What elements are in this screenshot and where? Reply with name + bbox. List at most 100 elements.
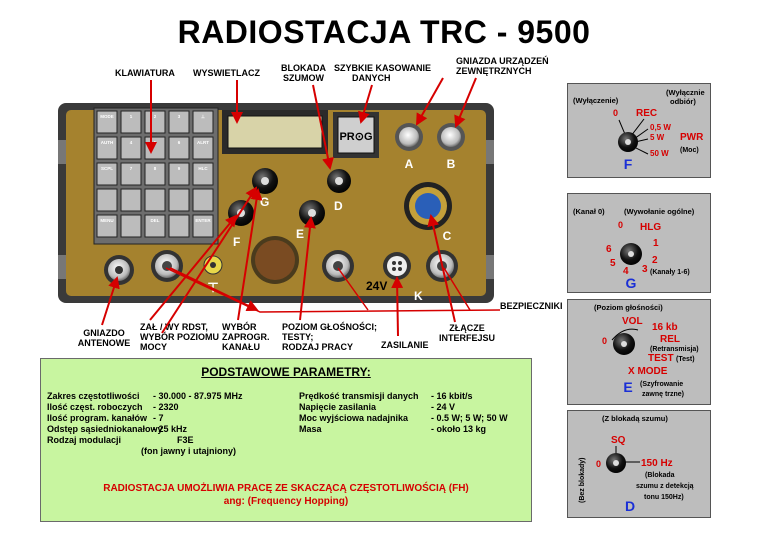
svg-text:50 W: 50 W [650, 149, 669, 158]
svg-text:(Szyfrowanie: (Szyfrowanie [640, 381, 683, 388]
label-f: F [233, 235, 240, 249]
keypad-key[interactable] [144, 162, 166, 186]
param-left-3-label: Odstęp sąsiedniokanałowy [47, 424, 163, 434]
svg-text:5 W: 5 W [650, 133, 665, 142]
d-letter: D [625, 498, 635, 514]
svg-text:16 kb: 16 kb [652, 322, 678, 333]
keypad-key[interactable] [192, 214, 214, 238]
param-right-1-value: - 24 V [431, 402, 456, 412]
keypad-key[interactable] [96, 162, 118, 186]
svg-text:TEST: TEST [648, 353, 674, 364]
keypad-key-label: MODE [100, 114, 114, 119]
param-left-3-value: - 25 kHz [153, 424, 188, 434]
bezpieczniki-line [165, 267, 501, 313]
param-left-4-value: F3E [177, 435, 194, 445]
label-zlacze-1: ZŁĄCZE [449, 323, 485, 333]
keypad-key[interactable] [168, 188, 190, 212]
keypad-key[interactable] [192, 188, 214, 212]
keypad-key[interactable] [144, 188, 166, 212]
keypad-key[interactable] [96, 214, 118, 238]
keypad-key-label: SCPL [101, 166, 113, 171]
d-knob-diagram: (Bez blokady) SQ 0 150 Hz (Blokada szumu… [579, 435, 694, 514]
keypad-key[interactable] [192, 162, 214, 186]
label-c: C [443, 229, 452, 243]
ground-symbol: ⊤ [207, 280, 218, 295]
keypad-key[interactable] [144, 214, 166, 238]
param-left-0-label: Zakres częstotliwości [47, 391, 140, 401]
svg-text:1: 1 [653, 238, 659, 249]
keypad-key-label: 4 [130, 140, 133, 145]
keypad-key[interactable] [120, 162, 142, 186]
label-antenowe-1: GNIAZDO [83, 328, 125, 338]
label-zasilanie: ZASILANIE [381, 340, 429, 350]
label-zlacze-2: INTERFEJSU [438, 333, 495, 343]
param-right-1-label: Napięcie zasilania [299, 402, 377, 412]
label-antenowe-2: ANTENOWE [77, 338, 131, 348]
keypad-key-label: 6 [178, 140, 181, 145]
param-right-2-label: Moc wyjściowa nadajnika [299, 413, 409, 423]
label-poziom-1: POZIOM GŁOŚNOŚCI; [282, 322, 378, 332]
label-zal-1: ZAŁ / WY RDST, [140, 322, 208, 332]
label-d: D [334, 199, 343, 213]
svg-text:0: 0 [602, 336, 607, 346]
panel-e: (Poziom głośności) VOL 16 kb 0 REL (Retr… [567, 299, 711, 405]
panel-f: (Wyłączenie) (Wyłącznie odbiór) 0 REC 0,… [567, 83, 711, 178]
keypad-key-label: AUTH [101, 140, 114, 145]
svg-text:X MODE: X MODE [628, 366, 668, 377]
svg-text:4: 4 [623, 266, 629, 277]
param-left-1-value: - 2320 [153, 402, 179, 412]
svg-text:(Retransmisja): (Retransmisja) [650, 346, 699, 353]
keypad-key[interactable] [120, 188, 142, 212]
parameters-box: PODSTAWOWE PARAMETRY: Zakres częstotliwo… [40, 358, 532, 522]
keypad-key[interactable] [120, 214, 142, 238]
keypad-key[interactable] [168, 136, 190, 160]
label-gniazda-1: GNIAZDA URZĄDZEŃ [456, 56, 549, 66]
keypad-key[interactable] [168, 214, 190, 238]
params-footer-1: RADIOSTACJA UMOŻLIWIA PRACĘ ZE SKACZĄCĄ … [103, 483, 469, 494]
keypad-key[interactable] [96, 136, 118, 160]
svg-text:(Bez blokady): (Bez blokady) [579, 457, 586, 503]
label-poziom-3: RODZAJ PRACY [282, 342, 354, 352]
f-wylaczenie: (Wyłączenie) [573, 96, 619, 105]
keypad-key[interactable] [96, 188, 118, 212]
d-zblokada: (Z blokadą szumu) [602, 414, 668, 423]
g-letter: G [626, 275, 637, 291]
label-poziom-2: TESTY; [282, 332, 314, 342]
svg-text:3: 3 [642, 264, 648, 275]
label-blokada-1: BLOKADA [281, 63, 326, 73]
svg-text:HLG: HLG [640, 222, 661, 233]
e-poziom: (Poziom głośności) [594, 303, 663, 312]
keypad-key-label: ALRT [197, 140, 209, 145]
g-knob-diagram: 0 HLG 1 2 3 4 5 6 (Kanały 1-6) G [606, 220, 690, 291]
svg-text:2: 2 [652, 255, 658, 266]
label-g: G [260, 195, 269, 209]
param-right-0-label: Prędkość transmisji danych [299, 391, 419, 401]
page-title: RADIOSTACJA TRC - 9500 [177, 14, 591, 50]
keypad-key-label: 3 [178, 114, 181, 119]
label-zal-2: WYBÓR POZIOMU [140, 332, 219, 342]
param-left-0-value: - 30.000 - 87.975 MHz [153, 391, 243, 401]
svg-text:(Blokada: (Blokada [645, 472, 675, 479]
keypad-key[interactable] [192, 110, 214, 134]
keypad-key[interactable] [168, 162, 190, 186]
keypad-key[interactable] [168, 110, 190, 134]
svg-text:(Moc): (Moc) [680, 147, 699, 154]
param-right-3-value: - około 13 kg [431, 424, 487, 434]
keypad-key-label: ⊥ [201, 114, 206, 119]
g-kanal0: (Kanał 0) [573, 207, 605, 216]
label-wyswietlacz: WYSWIETLACZ [193, 68, 260, 78]
svg-text:5: 5 [610, 258, 616, 269]
keypad-key[interactable] [192, 136, 214, 160]
keypad-key[interactable] [120, 110, 142, 134]
keypad-key[interactable] [96, 110, 118, 134]
keypad-key[interactable] [120, 136, 142, 160]
panel-g: (Kanał 0) (Wywołanie ogólne) 0 HLG 1 2 3… [567, 193, 711, 293]
svg-text:6: 6 [606, 244, 612, 255]
svg-text:(Kanały 1-6): (Kanały 1-6) [650, 269, 690, 276]
e-letter: E [623, 379, 632, 395]
label-wybor-1: WYBÓR [222, 322, 257, 332]
keypad-key-label: 8 [154, 166, 157, 171]
f-letter: F [624, 156, 633, 172]
